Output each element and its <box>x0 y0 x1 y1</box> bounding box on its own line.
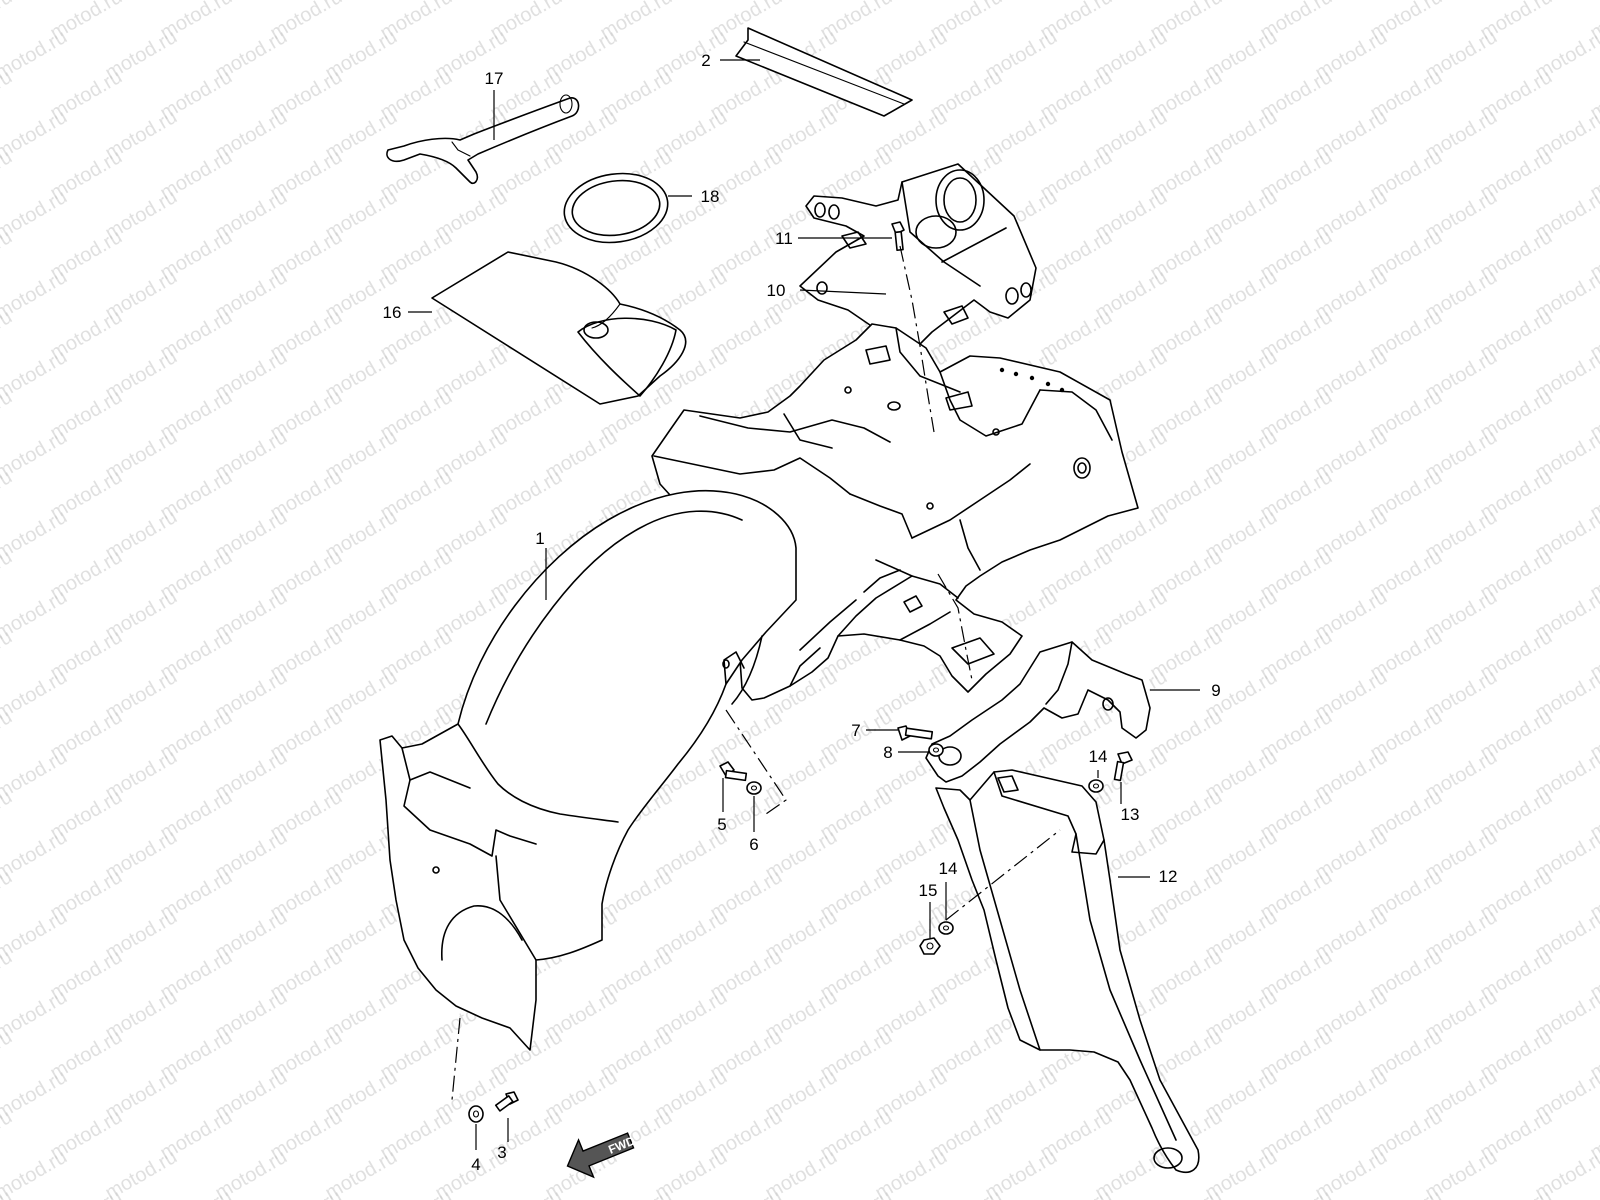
watermark-text: motod.ru <box>0 1066 71 1125</box>
watermark-text: motod.ru <box>0 906 71 965</box>
part-3-bolt[interactable] <box>494 1091 519 1112</box>
watermark-text: motod.ru <box>0 266 71 325</box>
part-9-rear-bracket[interactable] <box>925 641 1151 783</box>
watermark-text: motod.ru <box>1587 1186 1600 1200</box>
callout-17[interactable]: 17 <box>485 69 504 88</box>
part-1-rear-fender[interactable] <box>379 489 797 1051</box>
watermark-text: motod.ru <box>0 0 16 44</box>
callout-5[interactable]: 5 <box>717 815 726 834</box>
leader-lines <box>408 59 1200 1150</box>
callout-14a[interactable]: 14 <box>1089 747 1108 766</box>
callout-9[interactable]: 9 <box>1211 681 1220 700</box>
watermark-text: motod.ru <box>0 826 71 885</box>
watermark-text: motod.ru <box>707 1186 786 1200</box>
part-15-nut[interactable] <box>919 937 941 955</box>
part-16-tool-bag[interactable] <box>431 251 687 405</box>
watermark-text: motod.ru <box>0 26 71 85</box>
watermark-text: motod.ru <box>487 1186 566 1200</box>
part-5-bolt[interactable] <box>719 761 748 782</box>
part-12-rear-stay[interactable] <box>935 769 1200 1174</box>
watermark-text: motod.ru <box>0 666 71 725</box>
watermark-text: motod.ru <box>0 746 71 805</box>
callout-6[interactable]: 6 <box>749 835 758 854</box>
watermark-text: motod.ru <box>1037 1186 1116 1200</box>
watermark-text: motod.ru <box>1257 1186 1336 1200</box>
watermark-text: motod.ru <box>0 426 71 485</box>
watermark-text: motod.ru <box>267 1186 346 1200</box>
part-14-washer-lower[interactable] <box>938 921 954 935</box>
callout-13[interactable]: 13 <box>1121 805 1140 824</box>
watermark-text: motod.ru <box>0 586 71 645</box>
callout-2[interactable]: 2 <box>701 51 710 70</box>
assembly-lines <box>451 245 1061 1101</box>
part-17-tool-wrench[interactable] <box>386 94 580 185</box>
watermark-text: motod.ru <box>157 1186 236 1200</box>
part-6-washer[interactable] <box>746 781 762 795</box>
callout-7[interactable]: 7 <box>851 721 860 740</box>
part-18-rubber-ring[interactable] <box>560 167 672 249</box>
callout-12[interactable]: 12 <box>1159 867 1178 886</box>
callout-14b[interactable]: 14 <box>939 859 958 878</box>
callout-10[interactable]: 10 <box>767 281 786 300</box>
callout-1[interactable]: 1 <box>535 529 544 548</box>
watermark-text: motod.ru <box>1367 1186 1446 1200</box>
watermark-text: motod.ru <box>817 1186 896 1200</box>
watermark-text: motod.ru <box>0 186 71 245</box>
callout-4[interactable]: 4 <box>471 1155 480 1174</box>
watermark-text: motod.ru <box>0 1146 71 1200</box>
watermark-text: motod.ru <box>0 506 71 565</box>
callout-3[interactable]: 3 <box>497 1143 506 1162</box>
callouts: 1 2 3 4 5 6 7 8 9 10 11 12 13 14 14 15 1… <box>383 51 1221 1174</box>
watermark-text: motod.ru <box>0 986 71 1045</box>
fwd-arrow-icon: FWD <box>566 1132 637 1179</box>
part-13-bolt[interactable] <box>1113 751 1133 782</box>
callout-18[interactable]: 18 <box>701 187 720 206</box>
watermark-text: motod.ru <box>1147 1186 1226 1200</box>
watermark-text: motod.ru <box>597 1186 676 1200</box>
part-7-bolt[interactable] <box>897 725 934 741</box>
watermark-text: motod.ru <box>0 346 71 405</box>
part-10-upper-bracket[interactable] <box>799 163 1037 351</box>
watermark-text: motod.ru <box>0 106 71 165</box>
watermark-text: motod.ru <box>927 1186 1006 1200</box>
part-11-bolt[interactable] <box>891 221 905 252</box>
callout-11[interactable]: 11 <box>775 229 793 248</box>
watermark-text: motod.ru <box>1477 1186 1556 1200</box>
part-2-tape-strip[interactable] <box>735 27 913 117</box>
part-8-washer[interactable] <box>928 743 944 757</box>
callout-15[interactable]: 15 <box>919 881 938 900</box>
part-4-washer[interactable] <box>468 1105 484 1123</box>
watermark-text: motod.ru <box>377 1186 456 1200</box>
callout-8[interactable]: 8 <box>883 743 892 762</box>
watermark-text: motod.ru <box>47 1186 126 1200</box>
part-14-washer-upper[interactable] <box>1088 779 1104 793</box>
callout-16[interactable]: 16 <box>383 303 402 322</box>
